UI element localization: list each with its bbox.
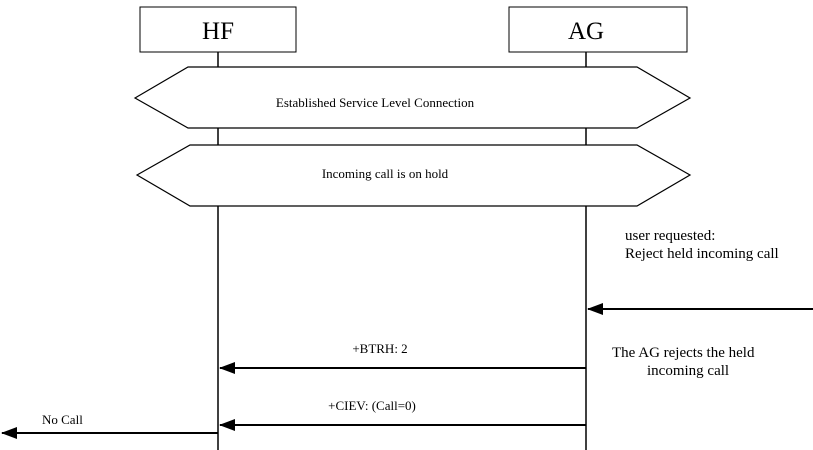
message-no-call: No Call <box>1 412 218 439</box>
hf-entity-box <box>139 6 297 53</box>
note-user-request-line1: user requested: <box>625 228 715 244</box>
ag-entity-label: AG <box>568 18 604 45</box>
band-on-hold-label: Incoming call is on hold <box>322 166 449 181</box>
message-no-call-label: No Call <box>42 412 83 427</box>
ag-entity: AG <box>508 6 688 53</box>
note-ag-rejects-line2: incoming call <box>647 363 729 379</box>
message-ciev-label: +CIEV: (Call=0) <box>328 398 416 413</box>
ag-entity-box <box>508 6 688 53</box>
note-user-request: user requested: Reject held incoming cal… <box>625 228 779 262</box>
band-call-on-hold: Incoming call is on hold <box>135 144 692 207</box>
band-on-hold-shape <box>135 144 692 207</box>
band-established-connection: Established Service Level Connection <box>133 66 692 129</box>
message-btrh-label: +BTRH: 2 <box>352 341 407 356</box>
message-ciev: +CIEV: (Call=0) <box>219 398 586 431</box>
hf-entity: HF <box>139 6 297 53</box>
note-ag-rejects-line1: The AG rejects the held <box>612 345 755 361</box>
band-established-shape <box>133 66 692 129</box>
hf-entity-label: HF <box>202 18 234 45</box>
note-ag-rejects: The AG rejects the held incoming call <box>612 345 755 379</box>
note-user-request-line2: Reject held incoming call <box>625 246 779 262</box>
band-established-label: Established Service Level Connection <box>276 95 475 110</box>
message-btrh: +BTRH: 2 <box>219 341 586 374</box>
